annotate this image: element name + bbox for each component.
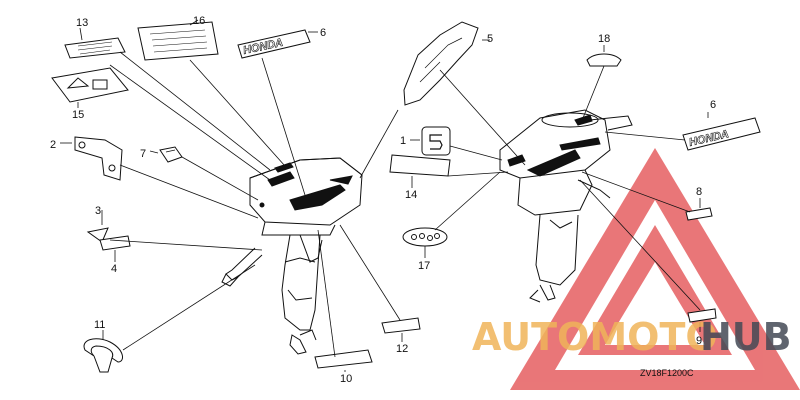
part-6-honda-decal-right — [682, 117, 761, 151]
part-7-badge — [159, 146, 183, 163]
part-9-tag — [687, 308, 717, 323]
callout-6-top: 6 — [320, 27, 326, 39]
part-6-honda-decal-top — [237, 29, 311, 59]
callout-11: 11 — [94, 319, 105, 331]
part-2-plate — [74, 136, 123, 181]
watermark-text-hub: HUB — [700, 315, 792, 359]
callout-17: 17 — [418, 260, 430, 272]
watermark-logo — [510, 148, 800, 390]
callout-6-right: 6 — [710, 99, 716, 111]
part-11-band — [83, 338, 123, 373]
callout-2: 2 — [50, 139, 56, 151]
leader-lines — [60, 19, 709, 372]
callout-numbers: 13 16 6 15 2 7 3 4 11 10 12 5 1 14 17 18… — [50, 15, 716, 385]
callout-8: 8 — [696, 186, 702, 198]
part-4-tag — [99, 235, 131, 251]
decal-block — [267, 171, 295, 187]
part-12-strip — [381, 317, 421, 334]
callout-7: 7 — [140, 148, 146, 160]
right-outboard-motor — [499, 109, 633, 303]
part-17-oval-decal — [402, 227, 448, 247]
callout-16: 16 — [193, 15, 205, 27]
callout-4: 4 — [111, 263, 117, 275]
part-3-triangle-decal — [86, 227, 109, 243]
callout-14: 14 — [405, 189, 417, 201]
part-1-emblem — [421, 126, 451, 156]
callout-13: 13 — [76, 17, 88, 29]
callout-3: 3 — [95, 205, 101, 217]
callout-15: 15 — [72, 109, 84, 121]
part-18-cap-decal — [586, 53, 622, 67]
callout-5: 5 — [487, 33, 493, 45]
part-15-warning-label — [51, 67, 129, 103]
watermark-inner-gap — [605, 262, 705, 345]
part-10-strip — [314, 349, 373, 369]
honda-text-top: HONDA — [242, 37, 284, 57]
part-8-tag — [685, 207, 713, 221]
part-5-graphic-decal — [403, 21, 479, 106]
callout-9: 9 — [696, 335, 702, 347]
callout-10: 10 — [340, 373, 352, 385]
part-13-caution-label — [64, 37, 126, 59]
callout-18: 18 — [598, 33, 610, 45]
watermark-text: AUTOMOTO HUB — [472, 315, 792, 359]
part-16-instruction-label — [137, 21, 219, 61]
callout-12: 12 — [396, 343, 408, 355]
callout-1: 1 — [400, 135, 406, 147]
left-outboard-motor — [221, 157, 363, 355]
part-14-strip — [389, 154, 451, 177]
watermark-text-automoto: AUTOMOTO — [472, 315, 718, 359]
diagram-code: ZV18F1200C — [640, 368, 694, 378]
